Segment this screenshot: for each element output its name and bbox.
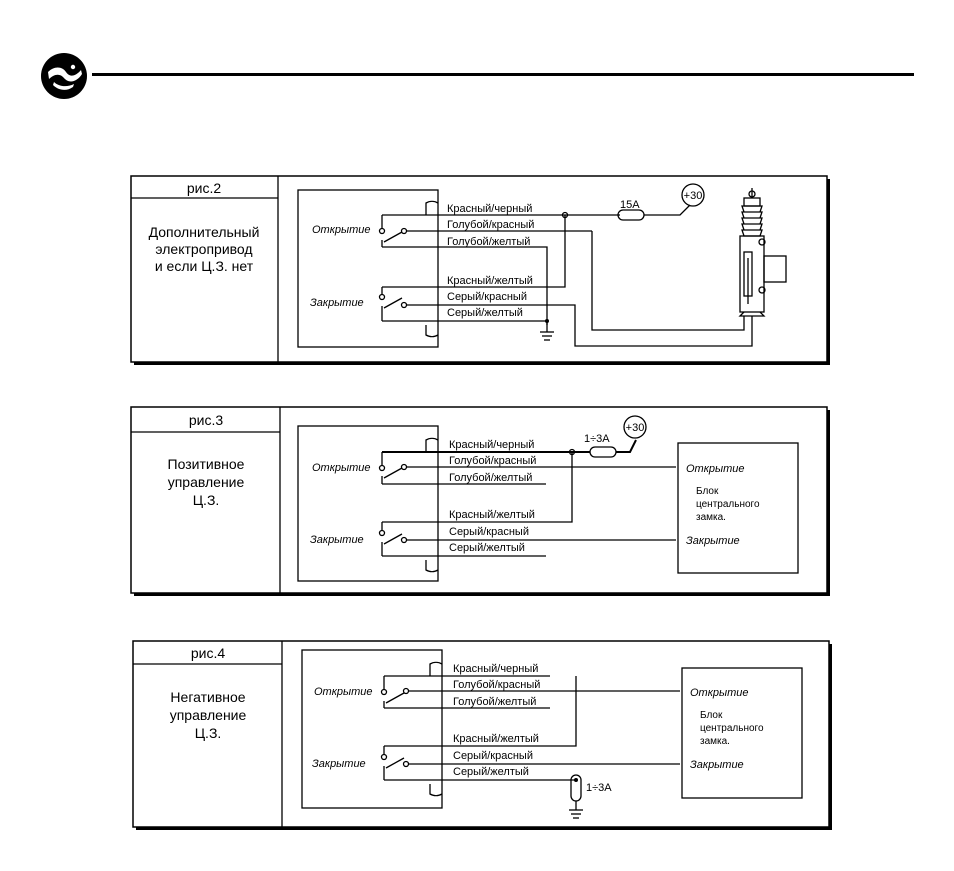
supply-terminal-icon — [681, 183, 705, 207]
figure-description-line: Дополнительный — [149, 224, 260, 240]
figure-description-line: Ц.З. — [193, 492, 220, 508]
open-label: Открытие — [312, 462, 371, 474]
wire-label: Серый/желтый — [449, 542, 525, 554]
fuse-label: 1÷3А — [586, 782, 612, 794]
block-close-label: Закрытие — [690, 759, 744, 771]
actuator-icon — [738, 188, 787, 317]
brand-logo-icon — [41, 53, 87, 99]
wire-label: Серый/желтый — [447, 307, 523, 319]
block-line: замка. — [696, 512, 726, 523]
block-line: Блок — [700, 710, 723, 721]
fuse-label: 15А — [620, 199, 640, 211]
frame — [130, 175, 828, 363]
header-rule — [92, 73, 914, 76]
block-close-label: Закрытие — [686, 535, 740, 547]
close-label: Закрытие — [310, 297, 364, 309]
block-line: центрального — [696, 499, 760, 510]
frame-shadow — [134, 179, 830, 365]
fuse-icon — [617, 209, 645, 221]
fuse-icon — [589, 446, 617, 458]
wire-label: Красный/желтый — [447, 275, 533, 287]
wire-label: Красный/черный — [447, 203, 532, 215]
wire-label: Голубой/красный — [453, 679, 540, 691]
wire-label: Серый/красный — [453, 750, 533, 762]
block-line: центрального — [700, 723, 764, 734]
fuse-label: 1÷3А — [584, 433, 610, 445]
wire-label: Красный/желтый — [449, 509, 535, 521]
wire-label: Серый/красный — [449, 526, 529, 538]
figure-number: рис.2 — [187, 180, 221, 196]
figure-description-line: и если Ц.З. нет — [155, 258, 254, 274]
wire-label: Красный/черный — [453, 663, 538, 675]
fuse-icon — [570, 774, 582, 802]
figure-description-line: электропривод — [155, 241, 252, 257]
open-label: Открытие — [312, 224, 371, 236]
figure-description-line: управление — [168, 474, 245, 490]
figure-number: рис.4 — [191, 645, 225, 661]
supply-terminal-icon — [623, 415, 647, 439]
close-label: Закрытие — [312, 758, 366, 770]
wire-label: Голубой/желтый — [447, 236, 530, 248]
block-open-label: Открытие — [686, 463, 745, 475]
block-open-label: Открытие — [690, 687, 749, 699]
figure-description-line: Ц.З. — [195, 725, 222, 741]
wire-label: Серый/красный — [447, 291, 527, 303]
supply-label: +30 — [684, 190, 703, 202]
wire-label: Голубой/желтый — [453, 696, 536, 708]
wire-label: Голубой/желтый — [449, 472, 532, 484]
block-line: замка. — [700, 736, 730, 747]
central-lock-block — [681, 667, 803, 799]
close-label: Закрытие — [310, 534, 364, 546]
figure-description-line: Негативное — [170, 689, 245, 705]
wire-label: Голубой/красный — [447, 219, 534, 231]
block-line: Блок — [696, 486, 719, 497]
open-label: Открытие — [314, 686, 373, 698]
figure-description-line: Позитивное — [168, 456, 245, 472]
wire-label: Красный/желтый — [453, 733, 539, 745]
figure-number: рис.3 — [189, 412, 223, 428]
central-lock-block — [677, 442, 799, 574]
figure-description-line: управление — [170, 707, 247, 723]
relay-module — [297, 189, 439, 348]
wire-label: Красный/черный — [449, 439, 534, 451]
wire-label: Голубой/красный — [449, 455, 536, 467]
wire-label: Серый/желтый — [453, 766, 529, 778]
supply-label: +30 — [626, 422, 645, 434]
